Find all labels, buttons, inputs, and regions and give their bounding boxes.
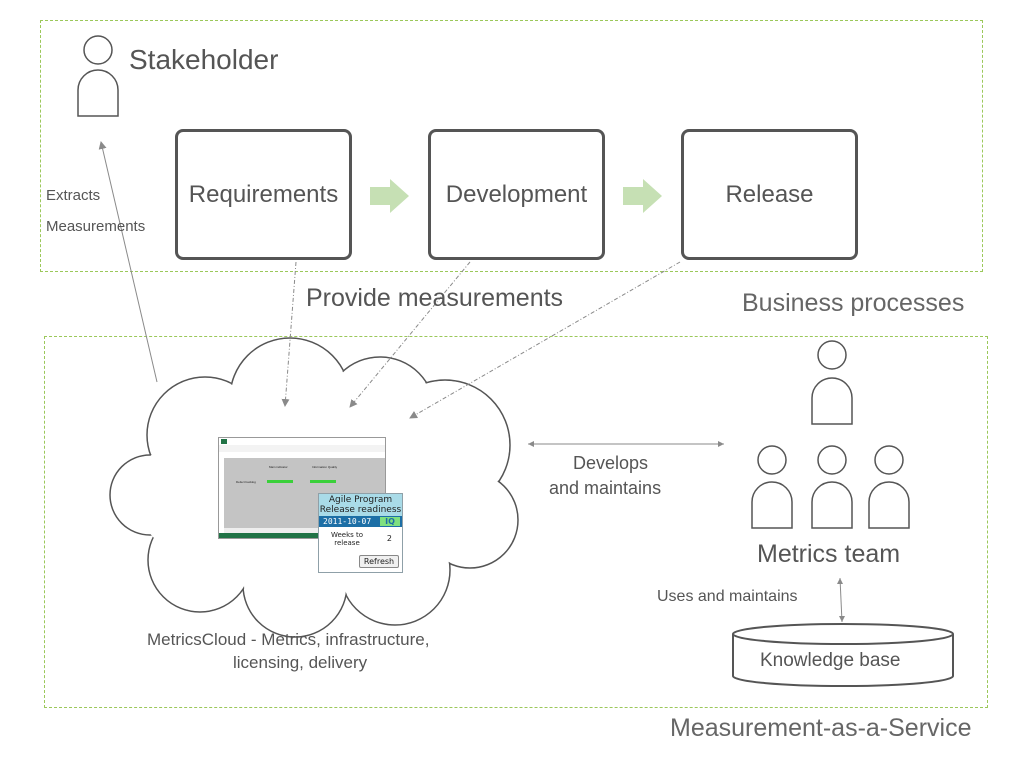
metricscloud-caption-line1: MetricsCloud - Metrics, infrastructure, [147, 630, 430, 649]
widget-weeks-value: 2 [386, 534, 392, 543]
measurement-line-requirements [281, 261, 297, 407]
develops-label: Develops [573, 453, 649, 473]
main-indicator-bar [267, 480, 293, 483]
widget-date-row: 2011-10-07 IQ [319, 516, 402, 527]
measurement-line-release [409, 261, 681, 419]
measurements-label: Measurements [46, 218, 146, 235]
measurement-line-development [349, 261, 471, 408]
and-maintains-label: and maintains [549, 478, 662, 498]
sheet-tabs [224, 528, 344, 533]
widget-date: 2011-10-07 [323, 517, 372, 526]
widget-weeks-line1: Weeks to [330, 531, 364, 539]
widget-weeks-line2: release [334, 539, 360, 547]
arrow-development-to-release [623, 179, 662, 213]
business-processes-frame [40, 20, 983, 272]
uses-double-arrow [839, 577, 843, 623]
spreadsheet-statusbar [219, 533, 385, 538]
knowledge-base-cylinder-icon [732, 623, 954, 687]
arrow-requirements-to-development [370, 179, 409, 213]
spreadsheet-col1: Main indicator [269, 465, 288, 469]
requirements-box: Requirements [175, 129, 352, 260]
extracts-arrow-line [98, 141, 158, 383]
requirements-label: Requirements [188, 180, 339, 208]
metrics-team-person-icon-right [868, 445, 910, 529]
metrics-team-person-icon-left [751, 445, 793, 529]
knowledge-base-label: Knowledge base [760, 650, 901, 671]
metrics-team-person-icon-top [811, 340, 853, 425]
refresh-button[interactable]: Refresh [359, 555, 399, 568]
development-box: Development [428, 129, 605, 260]
metrics-team-person-icon-middle [811, 445, 853, 529]
release-box: Release [681, 129, 858, 260]
widget-title-line1: Agile Program [328, 495, 393, 505]
spreadsheet-col2: Information Quality [312, 465, 338, 469]
business-processes-label: Business processes [742, 289, 965, 317]
stakeholder-person-icon [77, 35, 119, 117]
widget-title-line2: Release readiness [319, 505, 402, 515]
extracts-label: Extracts [46, 187, 101, 204]
uses-and-maintains-label: Uses and maintains [657, 588, 798, 605]
information-quality-bar [310, 480, 336, 483]
stakeholder-label: Stakeholder [129, 44, 279, 75]
development-label: Development [445, 180, 588, 208]
widget-iq-badge: IQ [380, 517, 400, 526]
release-readiness-widget: Agile Program Release readiness 2011-10-… [318, 493, 403, 573]
measurement-as-a-service-label: Measurement-as-a-Service [670, 714, 972, 742]
metricscloud-caption-line2: licensing, delivery [233, 653, 368, 672]
provide-measurements-label: Provide measurements [306, 284, 564, 312]
release-label: Release [725, 180, 814, 208]
spreadsheet-app-icon [221, 439, 227, 444]
measurement-as-a-service-frame [44, 336, 988, 708]
widget-weeks-label: Weeks to release [325, 531, 369, 547]
metrics-team-label: Metrics team [757, 540, 901, 568]
widget-title: Agile Program Release readiness [319, 494, 402, 517]
spreadsheet-row1: Defect backlog [236, 480, 256, 484]
